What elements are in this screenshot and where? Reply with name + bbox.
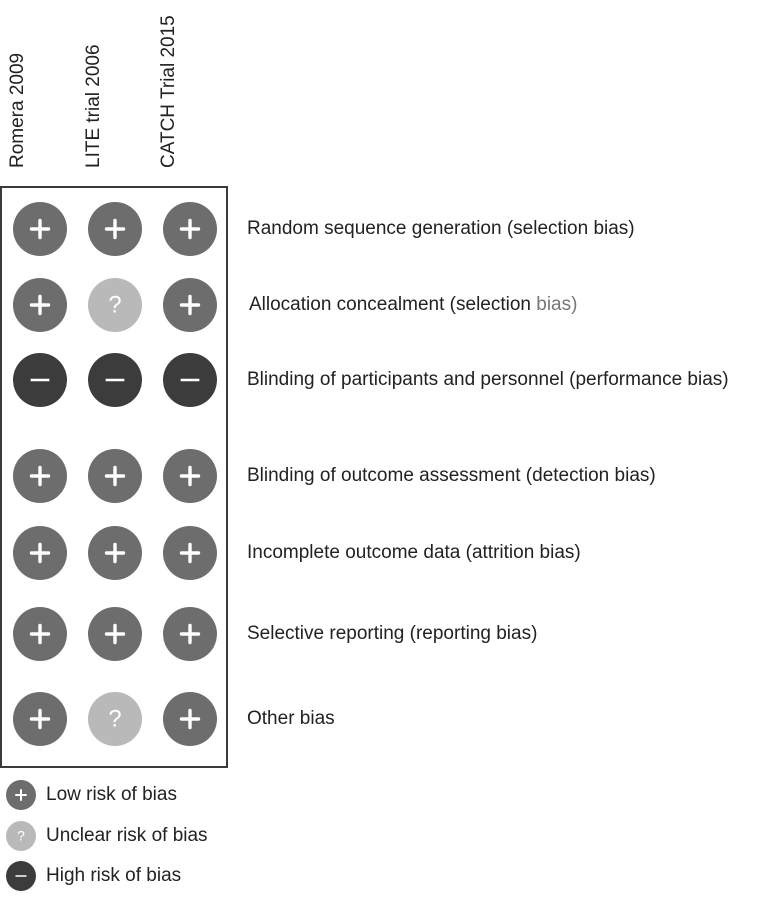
judgement-unclear-icon: ? bbox=[88, 278, 142, 332]
judgement-high-icon bbox=[13, 353, 67, 407]
judgement-low-icon bbox=[163, 278, 217, 332]
judgement-low-icon bbox=[13, 449, 67, 503]
judgement-low-icon bbox=[13, 692, 67, 746]
judgement-low-icon bbox=[163, 607, 217, 661]
judgement-low-icon bbox=[13, 278, 67, 332]
judgement-low-icon bbox=[88, 526, 142, 580]
legend-item-high: High risk of bias bbox=[6, 861, 181, 891]
svg-text:?: ? bbox=[108, 706, 121, 733]
domain-label: Blinding of participants and personnel (… bbox=[247, 369, 729, 391]
judgement-low-icon bbox=[163, 692, 217, 746]
domain-label: Random sequence generation (selection bi… bbox=[247, 218, 635, 240]
domain-label: Incomplete outcome data (attrition bias) bbox=[247, 542, 581, 564]
study-name: CATCH Trial 2015 bbox=[158, 15, 179, 168]
judgement-low-icon bbox=[13, 607, 67, 661]
svg-text:?: ? bbox=[108, 292, 121, 319]
judgement-high-icon bbox=[88, 353, 142, 407]
domain-text: Blinding of participants and personnel (… bbox=[247, 369, 729, 390]
domain-text: Random sequence generation (selection bi… bbox=[247, 218, 635, 239]
judgement-unclear-icon: ? bbox=[88, 692, 142, 746]
domain-label: Selective reporting (reporting bias) bbox=[247, 623, 537, 645]
minus-icon bbox=[6, 861, 36, 891]
study-name: LITE trial 2006 bbox=[83, 44, 104, 168]
domain-label: Blinding of outcome assessment (detectio… bbox=[247, 465, 656, 487]
judgement-low-icon bbox=[13, 202, 67, 256]
domain-text: Other bias bbox=[247, 708, 335, 729]
legend-label: Unclear risk of bias bbox=[46, 825, 208, 846]
question-icon: ? bbox=[6, 821, 36, 851]
judgement-low-icon bbox=[88, 449, 142, 503]
judgement-low-icon bbox=[163, 202, 217, 256]
judgement-low-icon bbox=[13, 526, 67, 580]
risk-of-bias-grid bbox=[0, 186, 228, 768]
domain-text: Selective reporting (reporting bias) bbox=[247, 623, 538, 644]
judgement-low-icon bbox=[88, 607, 142, 661]
domain-text: Allocation concealment (selection bbox=[249, 294, 537, 315]
legend-item-low: Low risk of bias bbox=[6, 780, 177, 810]
domain-text-muted: bias) bbox=[536, 294, 578, 315]
domain-label: Allocation concealment (selection bias) bbox=[249, 294, 577, 316]
judgement-low-icon bbox=[163, 449, 217, 503]
plus-icon bbox=[6, 780, 36, 810]
judgement-low-icon bbox=[88, 202, 142, 256]
svg-text:?: ? bbox=[17, 828, 25, 844]
study-name: Romera 2009 bbox=[7, 52, 28, 168]
legend-label: Low risk of bias bbox=[46, 784, 177, 805]
judgement-low-icon bbox=[163, 526, 217, 580]
domain-text: Incomplete outcome data (attrition bias) bbox=[247, 542, 581, 563]
legend-item-unclear: ? Unclear risk of bias bbox=[6, 821, 208, 851]
judgement-high-icon bbox=[163, 353, 217, 407]
domain-label: Other bias bbox=[247, 708, 335, 730]
domain-text: Blinding of outcome assessment (detectio… bbox=[247, 465, 656, 486]
legend-label: High risk of bias bbox=[46, 865, 182, 886]
